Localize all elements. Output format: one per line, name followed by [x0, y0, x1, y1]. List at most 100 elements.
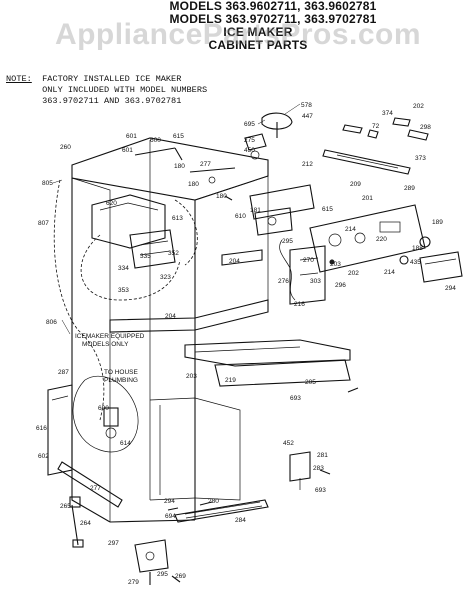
part-label: 600 [150, 137, 161, 144]
part-label: 201 [362, 195, 373, 202]
part-label: 269 [175, 573, 186, 580]
screws [167, 195, 359, 583]
part-label: 694 [165, 513, 176, 520]
part-label: 352 [168, 250, 179, 257]
part-label: 276 [278, 278, 289, 285]
callout-plumbing-line-1: TO HOUSE [104, 369, 138, 376]
part-label: 212 [302, 161, 313, 168]
part-label: 615 [173, 133, 184, 140]
part-label: 600 [98, 405, 109, 412]
part-label: 373 [415, 155, 426, 162]
part-label: 265 [60, 503, 71, 510]
part-label: 303 [310, 278, 321, 285]
water-line [53, 179, 105, 421]
part-label: 280 [208, 498, 219, 505]
part-label: 323 [160, 274, 171, 281]
cabinet-liner [71, 137, 269, 523]
part-label: 294 [164, 498, 175, 505]
part-label: 452 [283, 440, 294, 447]
part-label: 180 [188, 181, 199, 188]
note-line-3: 363.9702711 AND 363.9702781 [42, 96, 182, 106]
part-label: 72 [372, 123, 380, 130]
part-label: 202 [413, 103, 424, 110]
part-label: 279 [128, 579, 139, 586]
part-label: 610 [235, 213, 246, 220]
part-label: 214 [384, 269, 395, 276]
crisper-shelf [184, 339, 351, 387]
control-panel [309, 204, 426, 273]
part-label: 203 [330, 261, 341, 268]
part-label: 181 [250, 207, 261, 214]
callout-icemaker-line-1: ICEMAKER EQUIPPED [75, 333, 145, 340]
shelf-rails [221, 245, 326, 305]
light-shield [419, 251, 463, 283]
watermark: AppliancePartsPros.com [54, 18, 422, 51]
part-label: 615 [322, 206, 333, 213]
part-label: 188 [412, 245, 423, 252]
icemaker-assembly [80, 194, 198, 301]
icemaker-callout: ICEMAKER EQUIPPED MODELS ONLY [61, 319, 145, 348]
water-valve-detail [72, 375, 139, 453]
part-label: 220 [376, 236, 387, 243]
part-label: 374 [382, 110, 393, 117]
callout-plumbing-line-2: PLUMBING [104, 377, 138, 384]
part-label: 202 [348, 270, 359, 277]
section-title-icemaker: ICE MAKER [223, 25, 293, 39]
part-label: 805 [42, 180, 53, 187]
part-label: 284 [235, 517, 246, 524]
part-label: 180 [216, 193, 227, 200]
air-duct [249, 184, 315, 236]
models-line-2: MODELS 363.9702711, 363.9702781 [169, 12, 377, 26]
part-label: 296 [335, 282, 346, 289]
part-label: 264 [80, 520, 91, 527]
part-label: 601 [126, 133, 137, 140]
part-labels: 578 447 695 275 450 202 374 72 298 373 6… [36, 102, 456, 586]
part-label: 806 [46, 319, 57, 326]
part-label: 298 [420, 124, 431, 131]
diagram-header: MODELS 363.9602711, 363.9602781 MODELS 3… [0, 0, 476, 52]
toe-grille [174, 499, 269, 523]
part-label: 209 [350, 181, 361, 188]
part-label: 283 [313, 465, 324, 472]
part-label: 295 [157, 571, 168, 578]
models-line-1: MODELS 363.9602711, 363.9602781 [169, 0, 377, 13]
part-label: 295 [282, 238, 293, 245]
factory-note: NOTE: FACTORY INSTALLED ICE MAKER ONLY I… [6, 74, 207, 107]
part-label: 297 [108, 540, 119, 547]
lamp-bulb [399, 236, 431, 265]
part-label: 450 [244, 147, 255, 154]
part-label: 693 [315, 487, 326, 494]
side-panel [47, 384, 73, 476]
part-label: 214 [345, 226, 356, 233]
plumbing-callout: TO HOUSE PLUMBING [104, 369, 138, 384]
section-title-cabinet: CABINET PARTS [208, 38, 308, 52]
part-label: 277 [200, 161, 211, 168]
leveling-leg [69, 496, 84, 548]
note-label: NOTE: [6, 74, 32, 84]
wire-harness [279, 239, 296, 301]
bottom-rail [57, 461, 123, 508]
right-hinge [289, 451, 311, 490]
part-label: 807 [38, 220, 49, 227]
part-label: 447 [302, 113, 313, 120]
part-label: 260 [60, 144, 71, 151]
part-label: 693 [290, 395, 301, 402]
lower-hinge [134, 539, 169, 585]
part-label: 435 [410, 259, 421, 266]
part-label: 614 [120, 440, 131, 447]
note-line-1: FACTORY INSTALLED ICE MAKER [42, 74, 182, 84]
part-label: 275 [244, 137, 255, 144]
top-brackets [134, 147, 236, 184]
part-label: 613 [172, 215, 183, 222]
part-label: 204 [229, 258, 240, 265]
air-damper [322, 149, 411, 175]
part-label: 205 [305, 379, 316, 386]
small-clips [342, 117, 429, 141]
part-label: 216 [294, 301, 305, 308]
callout-icemaker-line-2: MODELS ONLY [82, 341, 129, 348]
part-label: 204 [165, 313, 176, 320]
part-label: 289 [404, 185, 415, 192]
part-label: 353 [118, 287, 129, 294]
part-label: 294 [445, 285, 456, 292]
